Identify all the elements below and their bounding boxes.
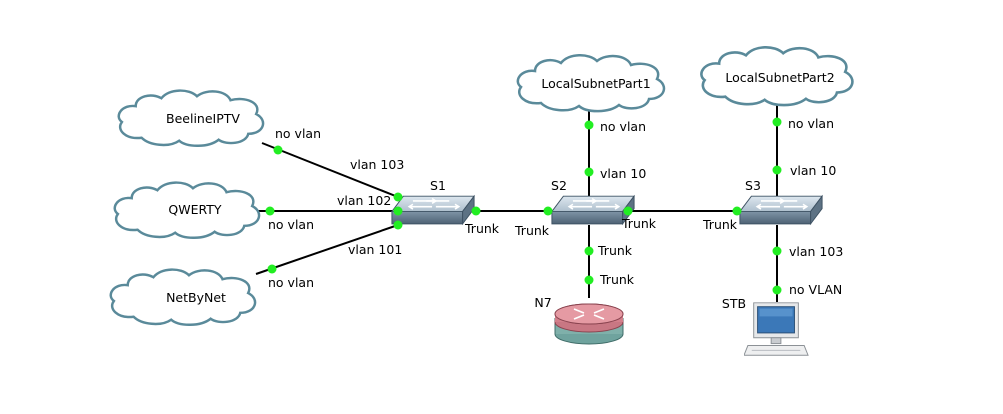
switch-s1-label: S1 xyxy=(430,178,446,193)
status-dot xyxy=(584,246,594,256)
status-dot xyxy=(772,165,782,175)
cloud-qwerty-label: QWERTY xyxy=(168,202,222,217)
link-netbynet-s1 xyxy=(255,224,399,275)
status-dot xyxy=(393,192,403,202)
cloud-beeline-label: BeelineIPTV xyxy=(166,111,240,126)
cloud-netbynet-label: NetByNet xyxy=(166,290,226,305)
switch-s3-label: S3 xyxy=(745,178,761,193)
link-label: no VLAN xyxy=(789,282,842,297)
cloud-local2-label: LocalSubnetPart2 xyxy=(725,70,834,85)
link-label: Trunk xyxy=(514,223,550,238)
link-status-dots xyxy=(265,117,782,295)
cloud-netbynet[interactable]: NetByNet xyxy=(109,268,257,327)
link-label: Trunk xyxy=(597,243,633,258)
switch-s2-label: S2 xyxy=(551,178,567,193)
cloud-local-subnet-part1[interactable]: LocalSubnetPart1 xyxy=(516,53,666,113)
link-beeline-s1 xyxy=(261,142,399,198)
pc-stb[interactable]: STB xyxy=(722,296,809,356)
link-label: no vlan xyxy=(268,275,314,290)
status-dot xyxy=(772,246,782,256)
link-label: vlan 103 xyxy=(350,157,404,172)
status-dot xyxy=(623,206,633,216)
link-label: Trunk xyxy=(599,272,635,287)
pc-stb-label: STB xyxy=(722,296,746,311)
link-label: no vlan xyxy=(788,116,834,131)
status-dot xyxy=(393,220,403,230)
link-label: vlan 102 xyxy=(337,193,391,208)
status-dot xyxy=(393,206,403,216)
link-label: vlan 10 xyxy=(790,163,836,178)
cloud-local1-label: LocalSubnetPart1 xyxy=(541,76,650,91)
link-label: Trunk xyxy=(621,216,657,231)
link-label: Trunk xyxy=(464,221,500,236)
status-dot xyxy=(732,206,742,216)
switch-s1[interactable]: S1 xyxy=(391,178,475,225)
cloud-beeline-iptv[interactable]: BeelineIPTV xyxy=(117,89,265,148)
link-label: Trunk xyxy=(702,217,738,232)
status-dot xyxy=(273,145,283,155)
status-dot xyxy=(584,120,594,130)
link-label: no vlan xyxy=(268,217,314,232)
switch-s2[interactable]: S2 xyxy=(551,178,635,225)
link-label: vlan 101 xyxy=(348,242,402,257)
status-dot xyxy=(471,206,481,216)
status-dot xyxy=(267,264,277,274)
status-dot xyxy=(772,285,782,295)
status-dot xyxy=(584,167,594,177)
status-dot xyxy=(584,275,594,285)
switch-s3[interactable]: S3 xyxy=(739,178,823,225)
link-label: no vlan xyxy=(600,119,646,134)
status-dot xyxy=(772,117,782,127)
status-dot xyxy=(543,206,553,216)
link-label: vlan 10 xyxy=(600,166,646,181)
router-n7-label: N7 xyxy=(534,295,551,310)
cloud-qwerty[interactable]: QWERTY xyxy=(113,181,261,240)
link-label: vlan 103 xyxy=(789,244,843,259)
link-label: no vlan xyxy=(275,126,321,141)
status-dot xyxy=(265,206,275,216)
router-n7[interactable]: N7 xyxy=(534,295,624,345)
cloud-local-subnet-part2[interactable]: LocalSubnetPart2 xyxy=(700,45,854,107)
